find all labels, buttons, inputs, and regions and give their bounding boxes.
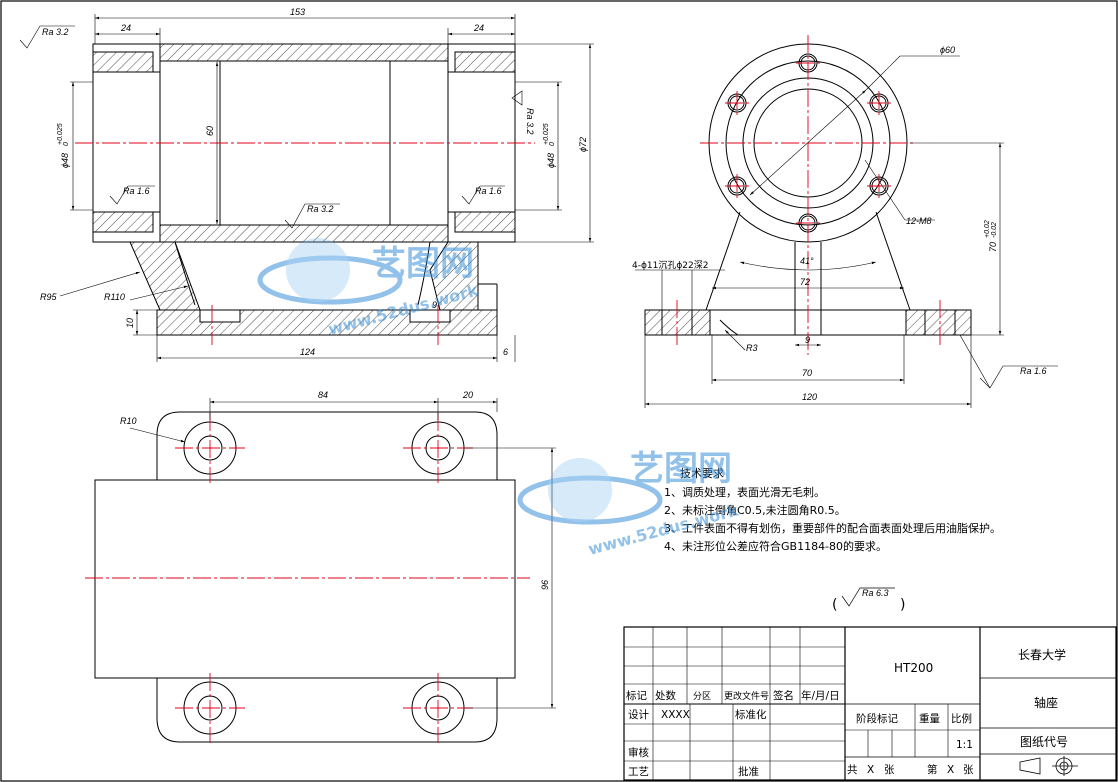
dim-r10: R10 [120,416,137,426]
watermark-cn-1: 艺图网 [372,244,474,284]
sheets-label: 张 [884,764,895,776]
dim-9-base: 9 [432,300,437,310]
standardize-label: 标准化 [735,708,767,721]
dim-70-width: 70 [802,368,812,378]
dim-12-m8: 12-M8 [906,216,932,226]
plan-dimension-text: 84 20 R10 96 [120,390,550,590]
sheets-label-2: 张 [963,764,974,776]
ra-top-left: Ra 3.2 [42,27,69,37]
plan-view [94,411,516,743]
dim-phi48-left: ϕ48 [60,153,70,168]
scale-label: 比例 [951,712,972,725]
side-dimension-lines [635,55,1058,408]
date-label: 年/月/日 [801,689,840,702]
dim-24-left: 24 [120,23,131,33]
tol-70-up: +0.02 [984,220,991,238]
dim-60: 60 [205,126,215,136]
general-roughness: ( Ra 6.3 ) [832,587,905,613]
ra-general: Ra 6.3 [862,588,889,598]
dim-6: 6 [503,347,508,357]
note-line-3: 3、工件表面不得有划伤，重要部件的配合面表面处理后用油脂保护。 [664,521,1001,535]
dim-r3: R3 [746,343,758,353]
tol-phi48-right: +0.025 [543,123,550,145]
design-label: 设计 [628,708,649,721]
dim-72-side: 72 [800,277,810,287]
tol-phi48-left: +0.025 [57,123,64,145]
side-centerlines [676,35,941,355]
sheet-number: X [947,764,954,776]
dim-153: 153 [290,7,305,17]
tol-phi48-right-low: 0 [549,142,556,146]
projection-symbol-icon [1019,756,1078,776]
svg-text:(: ( [832,597,837,613]
front-centerlines [75,142,535,345]
note-line-2: 2、未标注倒角C0.5,未注圆角R0.5。 [664,503,846,517]
material: HT200 [894,661,933,675]
dim-hole-spec: 4-ϕ11沉孔ϕ22深2 [632,260,708,271]
dim-96: 96 [540,580,550,590]
dim-41-deg: 41° [800,256,814,266]
scale-value: 1:1 [956,739,973,751]
ra-inner-right: Ra 1.6 [475,186,502,196]
check-label: 审核 [628,746,649,759]
ra-inner-left: Ra 1.6 [123,186,150,196]
total-label: 共 [847,764,858,776]
ra-right-bore: Ra 3.2 [525,108,535,135]
dim-phi72: ϕ72 [578,137,588,152]
dim-9-side: 9 [805,335,810,345]
change-doc-label: 更改文件号 [724,690,769,702]
ra-side: Ra 1.6 [1020,366,1047,376]
dim-20: 20 [462,390,473,400]
note-line-1: 1、调质处理，表面光滑无毛刺。 [664,485,825,499]
dim-120: 120 [802,392,817,402]
school-name: 长春大学 [1018,647,1066,662]
plan-centerlines [85,413,530,743]
dim-124: 124 [300,347,315,357]
total-count: X [867,764,874,776]
title-block [623,626,1117,781]
side-dimension-text: ϕ60 12-M8 41° 4-ϕ11沉孔ϕ22深2 72 70 +0.02 -… [632,45,1047,402]
ra-bottom-bore: Ra 3.2 [307,204,334,214]
tol-phi48-left-low: 0 [63,142,70,146]
part-name: 轴座 [1034,695,1058,710]
notes-title: 技术要求 [680,467,724,480]
dim-r95: R95 [40,292,58,302]
signature-label: 签名 [773,689,794,702]
tol-70-low: -0.02 [991,222,998,238]
dim-24-right: 24 [473,23,484,33]
svg-text:): ) [900,597,905,613]
approve-label: 批准 [738,765,759,778]
note-line-4: 4、未注形位公差应符合GB1184-80的要求。 [664,539,887,553]
dim-phi48-right: ϕ48 [546,153,556,168]
front-dimension-lines [19,14,594,362]
technical-requirements: 技术要求 1、调质处理，表面光滑无毛刺。 2、未标注倒角C0.5,未注圆角R0.… [664,467,1001,553]
title-block-text: HT200 长春大学 轴座 图纸代号 阶段标记 重量 比例 1:1 标记 处数 … [626,647,1078,778]
sheet-no-label: 第 [927,763,938,776]
dim-r110: R110 [104,292,125,302]
designer-name: XXXX [661,709,690,721]
front-dimension-text: 153 24 24 Ra 3.2 Ra 1.6 Ra 1.6 Ra 3.2 Ra… [40,7,588,357]
mark-label: 标记 [626,690,647,702]
process-label: 工艺 [628,766,649,778]
dim-10: 10 [125,318,135,328]
stage-mark-label: 阶段标记 [856,712,898,725]
weight-label: 重量 [919,712,940,725]
dim-phi60: ϕ60 [940,45,955,55]
drawing-number: 图纸代号 [1020,735,1068,749]
count-label: 处数 [655,689,676,702]
zone-label: 分区 [693,691,711,702]
dim-84: 84 [318,390,328,400]
dim-70-height: 70 [988,242,998,252]
front-section-view [92,43,516,336]
watermark-cn-2: 艺图网 [630,449,732,489]
plan-dimension-lines [129,398,556,709]
